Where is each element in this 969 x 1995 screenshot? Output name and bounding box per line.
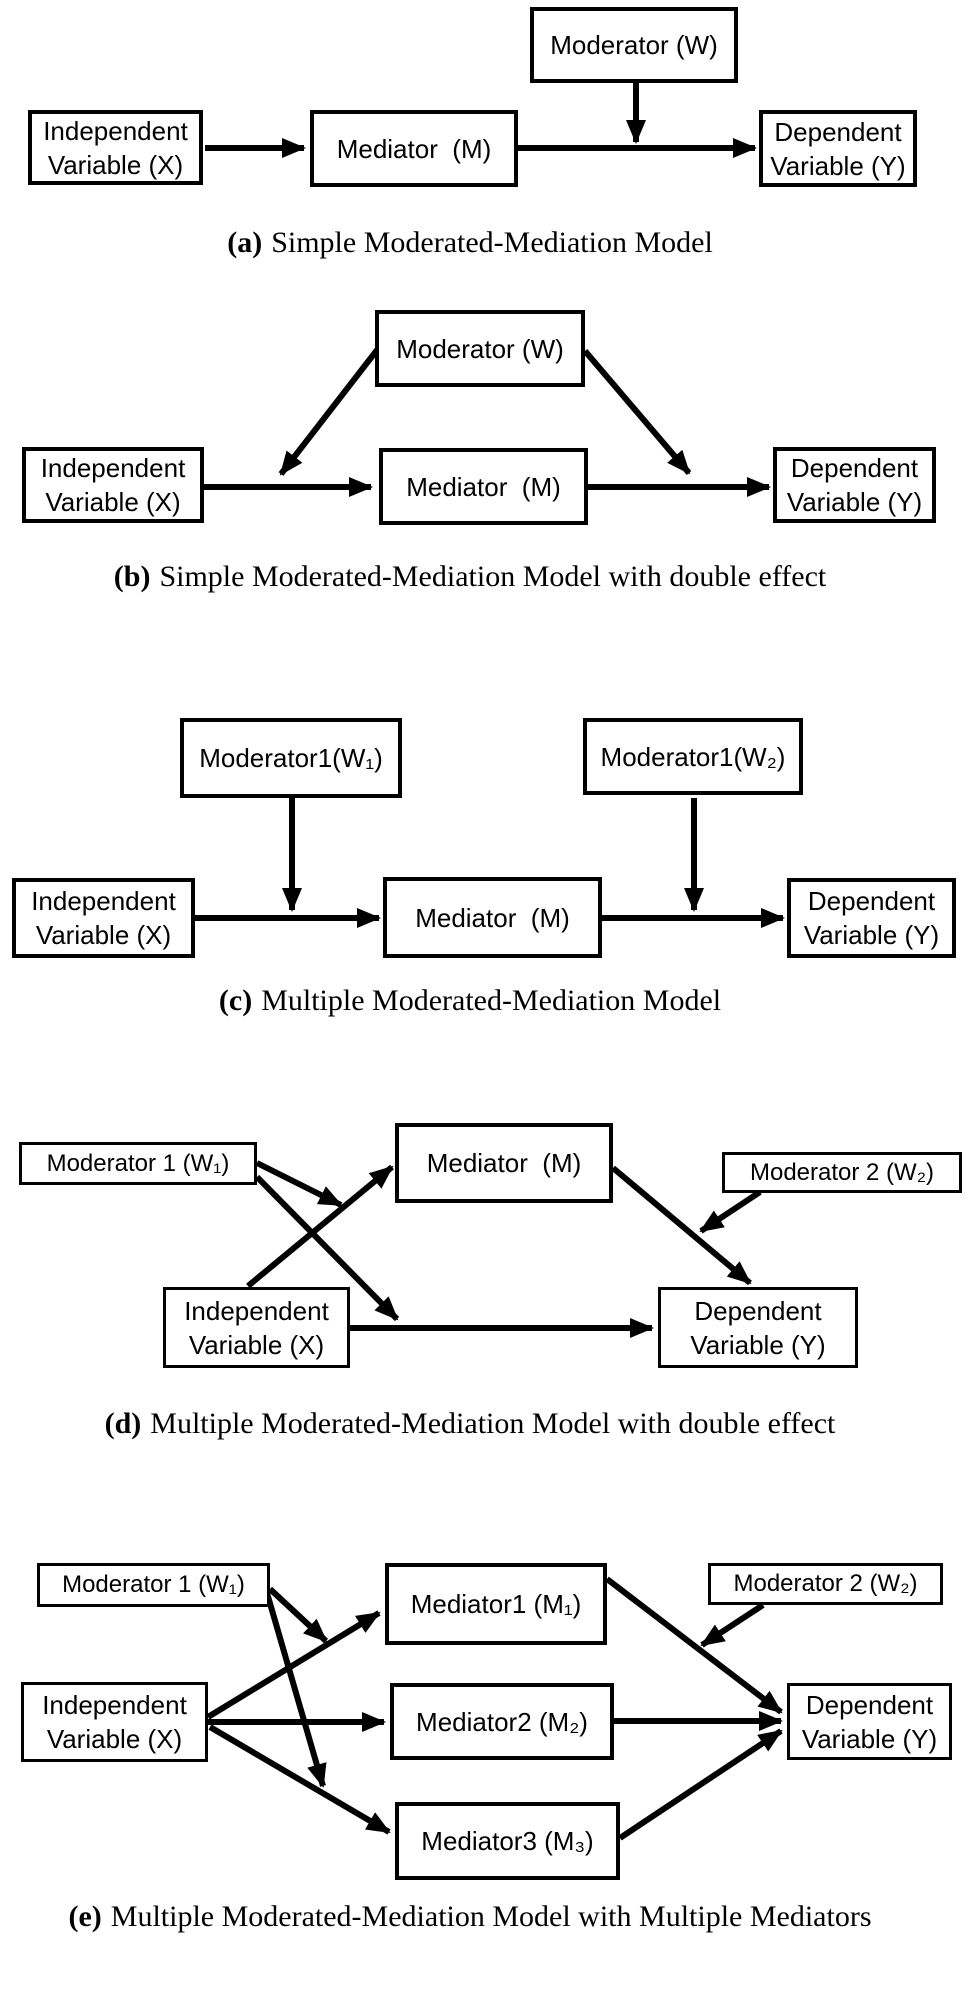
box-label: Mediator2 (M₂) — [416, 1706, 588, 1737]
box-label: Moderator 2 (W₂) — [733, 1570, 918, 1597]
box-label: Mediator1 (M₁) — [410, 1589, 582, 1619]
caption-b-text: Simple Moderated-Mediation Model with do… — [159, 560, 827, 593]
box-label: Mediator (M) — [426, 1148, 582, 1178]
box-label: Independent Variable (X) — [31, 886, 176, 950]
caption-a-text: Simple Moderated-Mediation Model — [271, 226, 713, 259]
arrow-e-x-to-m3 — [208, 1724, 391, 1835]
box-label: Moderator 2 (W₂) — [749, 1158, 935, 1186]
box-dependent-y-c: Dependent Variable (Y) — [787, 878, 956, 958]
box-mediator1-m1-e: Mediator1 (M₁) — [385, 1563, 607, 1645]
box-independent-x-b: Independent Variable (X) — [22, 447, 204, 523]
arrow-e-m3-to-y — [618, 1728, 783, 1841]
arrow-d-w1-to-xm-path — [255, 1160, 343, 1208]
box-label: Moderator (W) — [396, 333, 564, 364]
box-dependent-y-d: Dependent Variable (Y) — [658, 1287, 858, 1368]
caption-d-text: Multiple Moderated-Mediation Model with … — [150, 1407, 836, 1440]
arrow-e-w1-to-xm3-path — [264, 1592, 327, 1788]
caption-b: (b)Simple Moderated-Mediation Model with… — [0, 558, 940, 596]
box-moderator-w-a: Moderator (W) — [530, 7, 738, 83]
box-moderator2-w2-e: Moderator 2 (W₂) — [708, 1563, 943, 1605]
box-dependent-y-b: Dependent Variable (Y) — [773, 447, 936, 523]
box-mediator-m-b: Mediator (M) — [379, 448, 588, 525]
arrow-b-w-to-xm-path — [278, 348, 380, 476]
arrow-e-x-to-m1 — [206, 1610, 381, 1720]
box-mediator2-m2-e: Mediator2 (M₂) — [390, 1683, 614, 1760]
box-label: Independent Variable (X) — [40, 453, 186, 517]
arrow-d-m-to-y — [611, 1165, 752, 1286]
caption-c: (c)Multiple Moderated-Mediation Model — [0, 982, 940, 1020]
box-moderator1-w1-e: Moderator 1 (W₁) — [37, 1563, 270, 1607]
box-label: Dependent Variable (Y) — [801, 1689, 938, 1754]
caption-c-text: Multiple Moderated-Mediation Model — [261, 984, 722, 1017]
caption-d: (d)Multiple Moderated-Mediation Model wi… — [0, 1405, 940, 1443]
arrow-e-w1-to-xm1-path — [267, 1586, 329, 1644]
box-moderator1-w2-c: Moderator1(W₂) — [583, 718, 803, 795]
box-moderator1-w1-d: Moderator 1 (W₁) — [19, 1142, 257, 1185]
box-label: Moderator 1 (W₁) — [62, 1571, 245, 1598]
box-mediator3-m3-e: Mediator3 (M₃) — [395, 1802, 620, 1880]
caption-e-label: (e) — [68, 1900, 102, 1933]
caption-a: (a)Simple Moderated-Mediation Model — [0, 224, 940, 262]
box-label: Independent Variable (X) — [184, 1295, 329, 1360]
box-dependent-y-a: Dependent Variable (Y) — [759, 110, 917, 187]
box-moderator2-w2-d: Moderator 2 (W₂) — [722, 1152, 962, 1193]
box-independent-x-d: Independent Variable (X) — [163, 1287, 350, 1368]
arrow-b-w-to-my-path — [582, 349, 692, 475]
box-dependent-y-e: Dependent Variable (Y) — [787, 1683, 952, 1760]
caption-a-label: (a) — [227, 226, 263, 259]
box-label: Dependent Variable (Y) — [803, 886, 940, 950]
caption-e: (e)Multiple Moderated-Mediation Model wi… — [20, 1898, 920, 1936]
box-label: Dependent Variable (Y) — [786, 453, 923, 517]
box-moderator-w-b: Moderator (W) — [375, 310, 585, 387]
box-label: Moderator1(W₂) — [600, 741, 786, 772]
box-moderator1-w1-c: Moderator1(W₁) — [180, 718, 402, 798]
arrow-e-m1-to-y — [605, 1576, 783, 1715]
box-mediator-m-d: Mediator (M) — [395, 1123, 613, 1203]
arrow-d-w2-to-my-path — [699, 1189, 762, 1234]
box-independent-x-e: Independent Variable (X) — [21, 1682, 208, 1762]
box-label: Mediator (M) — [415, 902, 570, 933]
caption-c-label: (c) — [218, 984, 253, 1017]
box-label: Dependent Variable (Y) — [690, 1295, 826, 1360]
box-label: Mediator (M) — [336, 133, 492, 164]
box-label: Independent Variable (X) — [42, 1690, 187, 1754]
box-label: Independent Variable (X) — [43, 115, 188, 180]
arrow-d-x-to-m — [246, 1164, 394, 1289]
box-mediator-m-c: Mediator (M) — [383, 877, 602, 958]
box-label: Moderator 1 (W₁) — [46, 1149, 230, 1177]
box-label: Moderator1(W₁) — [199, 743, 383, 773]
caption-e-text: Multiple Moderated-Mediation Model with … — [110, 1900, 872, 1933]
caption-d-label: (d) — [104, 1407, 142, 1440]
caption-b-label: (b) — [113, 560, 151, 593]
box-label: Moderator (W) — [550, 30, 718, 60]
arrow-d-w1-to-xy-path — [254, 1174, 400, 1322]
arrow-e-w2-to-m1y-path — [700, 1602, 765, 1648]
box-mediator-m-a: Mediator (M) — [310, 110, 518, 187]
box-independent-x-a: Independent Variable (X) — [28, 110, 203, 185]
box-label: Mediator (M) — [406, 471, 561, 502]
box-label: Mediator3 (M₃) — [421, 1826, 594, 1856]
box-independent-x-c: Independent Variable (X) — [12, 878, 195, 958]
box-label: Dependent Variable (Y) — [770, 116, 906, 181]
